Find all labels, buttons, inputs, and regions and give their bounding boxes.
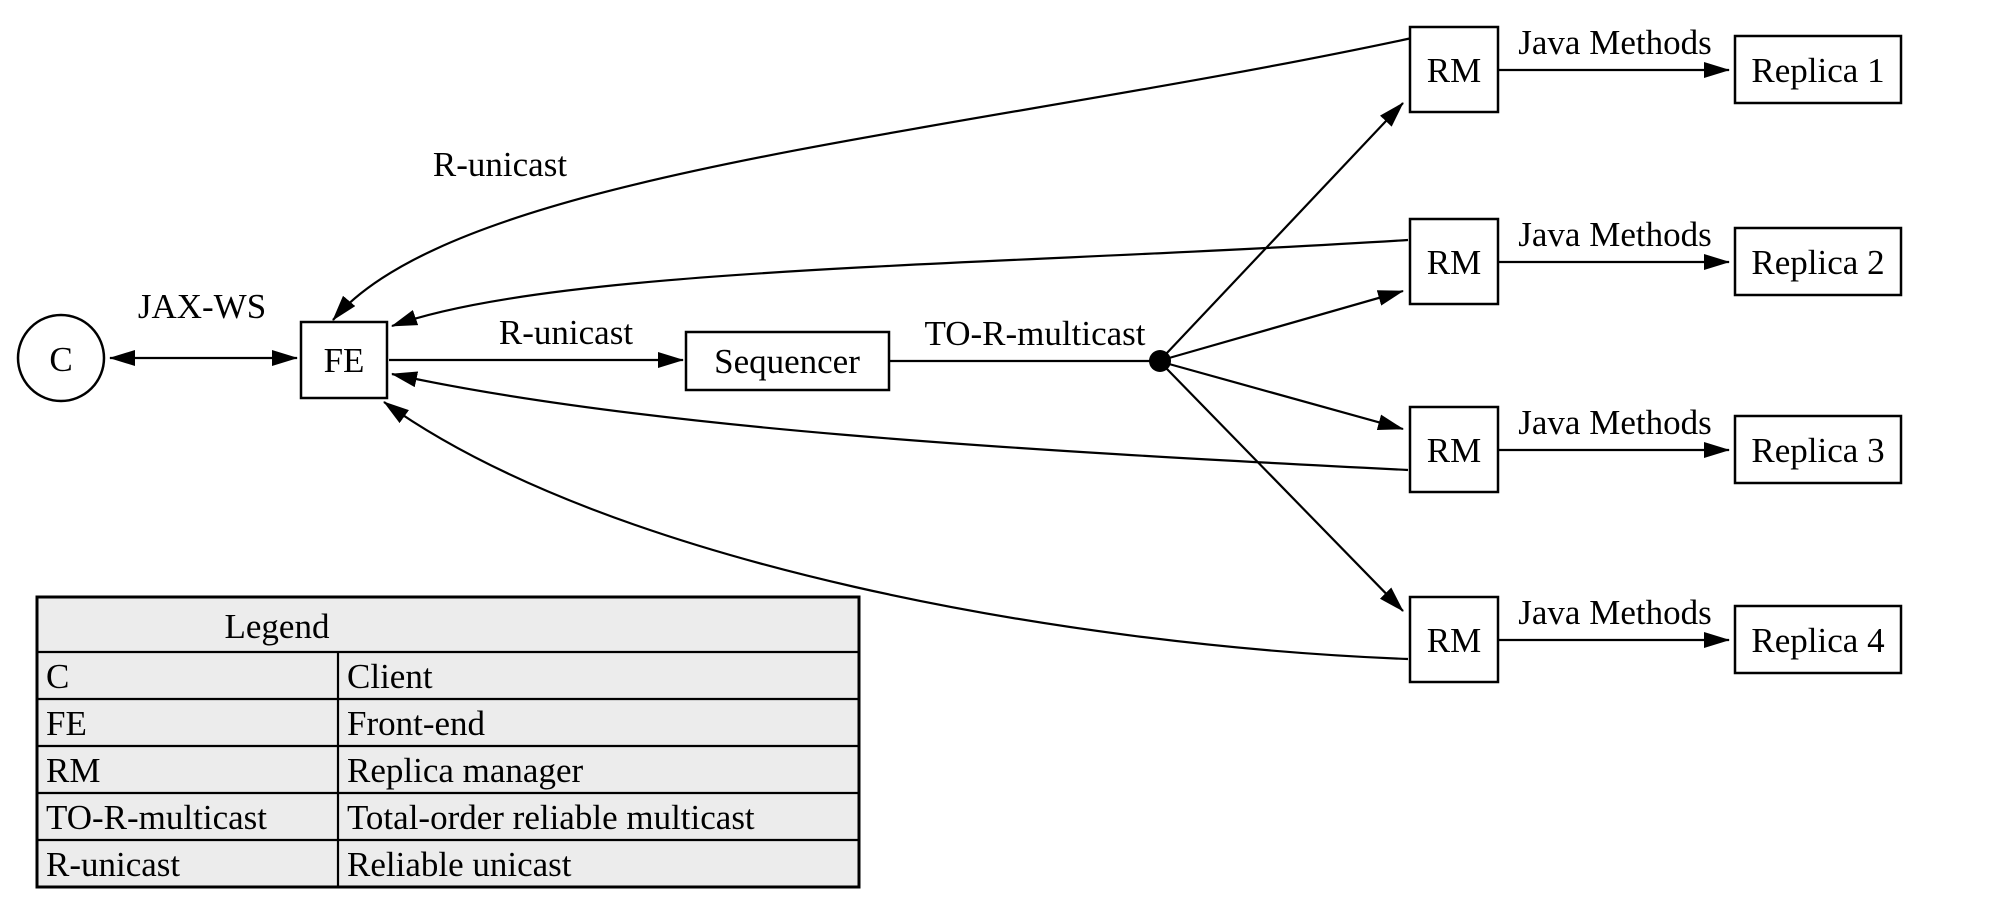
edge-junction-rm-3 (1168, 362, 1404, 431)
legend-row-rm: RM Replica manager (46, 751, 583, 790)
replica4-box (1733, 604, 1903, 675)
rm1-label: RM (1427, 51, 1481, 90)
node-replica-1: Replica 1 (1733, 34, 1903, 105)
replica4-label: Replica 4 (1751, 621, 1884, 660)
legend-key: FE (46, 704, 87, 743)
rm4-box (1408, 595, 1500, 684)
edge-label-java-methods-4: Java Methods (1518, 593, 1711, 632)
legend-row-r-unicast: R-unicast Reliable unicast (46, 845, 572, 884)
edge-rm4-frontend-return (383, 401, 1409, 661)
node-rm-4: RM (1408, 595, 1500, 684)
edge-label-to-r-multicast: TO-R-multicast (925, 314, 1146, 353)
edge-junction-rm-1 (1165, 102, 1404, 355)
legend-value: Replica manager (347, 751, 583, 790)
legend-title: Legend (225, 607, 330, 646)
legend-key: R-unicast (46, 845, 180, 884)
node-replica-3: Replica 3 (1733, 414, 1903, 485)
multicast-junction-dot (1149, 350, 1171, 372)
edge-label-java-methods-3: Java Methods (1518, 403, 1711, 442)
rm3-box (1408, 405, 1500, 494)
sequencer-label: Sequencer (714, 342, 860, 381)
replica1-label: Replica 1 (1751, 51, 1884, 90)
legend-value: Client (347, 657, 433, 696)
replica3-box (1733, 414, 1903, 485)
node-replica-4: Replica 4 (1733, 604, 1903, 675)
edge-label-jaxws-icon: JAX-WS (138, 287, 266, 326)
replica2-label: Replica 2 (1751, 243, 1884, 282)
legend-key: TO-R-multicast (46, 798, 267, 837)
legend-row-to-r-multicast: TO-R-multicast Total-order reliable mult… (46, 798, 755, 837)
edge-label-r-unicast-return: R-unicast (433, 145, 567, 184)
node-frontend: FE (299, 320, 389, 400)
replica1-box (1733, 34, 1903, 105)
legend-row-fe: FE Front-end (46, 704, 486, 743)
node-rm-2: RM (1408, 217, 1500, 306)
legend-table: Legend C Client FE Front-end RM Replica … (35, 595, 861, 889)
rm2-box (1408, 217, 1500, 306)
legend-value: Front-end (347, 704, 486, 743)
edge-junction-rm-4 (1165, 367, 1404, 612)
edge-rm1-frontend-return (332, 36, 1413, 321)
replica3-label: Replica 3 (1751, 431, 1884, 470)
rm3-label: RM (1427, 431, 1481, 470)
edge-junction-rm-2 (1168, 289, 1404, 360)
legend-key: C (46, 657, 69, 696)
sequencer-box (684, 330, 891, 392)
client-circle (16, 313, 106, 403)
node-rm-3: RM (1408, 405, 1500, 494)
edge-rm2-frontend-return (391, 238, 1409, 328)
rm4-label: RM (1427, 621, 1481, 660)
legend-background (35, 595, 861, 889)
rm1-box (1408, 25, 1500, 114)
node-client: C (16, 313, 106, 403)
edge-label-r-unicast-forward: R-unicast (499, 313, 633, 352)
node-rm-1: RM (1408, 25, 1500, 114)
legend-value: Reliable unicast (347, 845, 572, 884)
legend-row-c: C Client (46, 657, 433, 696)
edge-rm3-frontend-return (391, 371, 1409, 472)
edge-label-java-methods-2: Java Methods (1518, 215, 1711, 254)
edge-label-java-methods-1: Java Methods (1518, 23, 1711, 62)
rm2-label: RM (1427, 243, 1481, 282)
replica2-box (1733, 226, 1903, 297)
node-sequencer: Sequencer (684, 330, 891, 392)
legend-value: Total-order reliable multicast (347, 798, 755, 837)
node-replica-2: Replica 2 (1733, 226, 1903, 297)
frontend-box (299, 320, 389, 400)
legend-key: RM (46, 751, 100, 790)
client-label: C (49, 340, 72, 379)
frontend-label: FE (324, 341, 365, 380)
